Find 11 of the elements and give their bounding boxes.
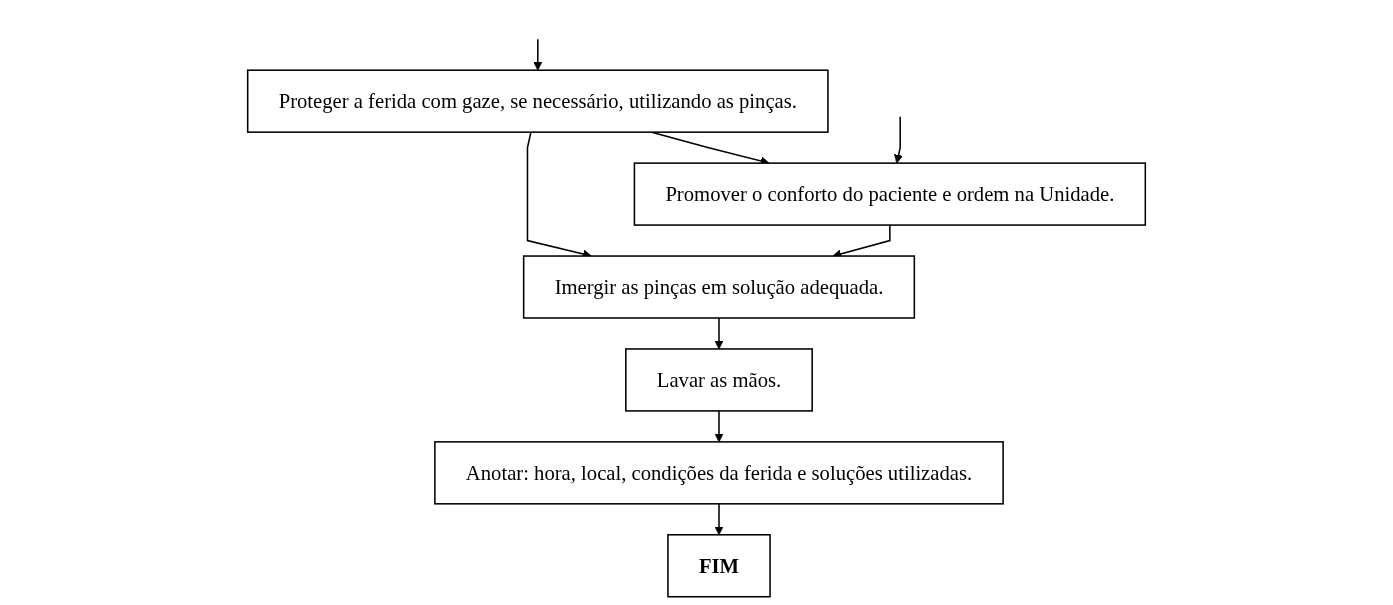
node-box: Imergir as pinças em solução adequada. [522, 255, 916, 319]
arrow [533, 38, 543, 71]
node-box: Promover o conforto do paciente e ordem na Unidade. [633, 162, 1147, 226]
arrow [714, 503, 724, 536]
arrow [714, 317, 724, 350]
node-box: FIM [667, 534, 771, 598]
node-box: Lavar as mãos. [625, 348, 813, 412]
node-box: Proteger a ferida com gaze, se necessário, utilizando as pinças. [246, 69, 829, 133]
arrow [894, 115, 903, 164]
arrow [714, 410, 724, 443]
node-box: Anotar: hora, local, condições da ferida e soluções utilizadas. [434, 441, 1004, 505]
